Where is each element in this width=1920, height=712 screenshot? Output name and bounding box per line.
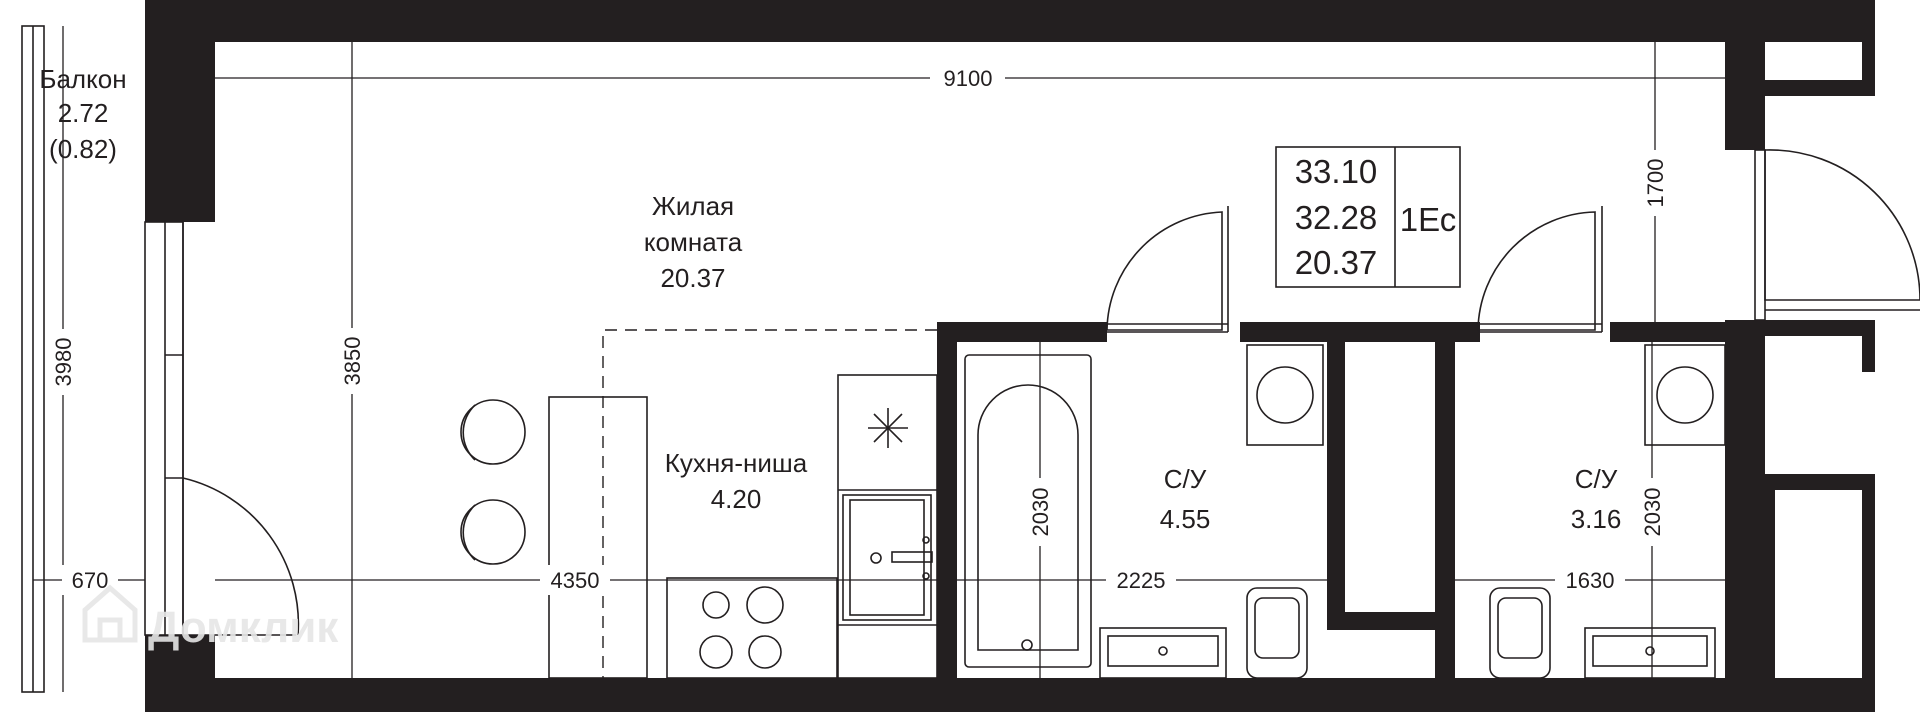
balcony-area-reduced: (0.82): [49, 134, 117, 164]
bathroom-1-fixtures: [964, 344, 1324, 679]
wall-ext-mid-side: [1862, 320, 1875, 372]
living-area: 20.37: [660, 263, 725, 293]
dim-balcony-length: 3980: [51, 338, 76, 387]
balcony: [21, 25, 300, 693]
summary-box: [1275, 146, 1461, 288]
summary-living: 20.37: [1295, 244, 1378, 281]
dimension-lines: [33, 26, 1725, 692]
chair: [460, 499, 526, 565]
doors: [1106, 149, 1920, 333]
dim-living-width: 4350: [551, 568, 600, 593]
wall-right-mid: [1725, 320, 1765, 490]
kitchen-area-value: 4.20: [711, 484, 762, 514]
wall-right-bottom: [1725, 490, 1775, 712]
balcony-window: [144, 221, 184, 636]
bath2-toilet: [1489, 587, 1551, 679]
summary-total-wo-balcony: 32.28: [1295, 199, 1378, 236]
dim-bath1-height: 2030: [1028, 488, 1053, 537]
kitchen-area: [460, 329, 938, 679]
balcony-door-swing: [182, 477, 300, 636]
wall-bottom: [145, 678, 1875, 712]
wall-bath1-left: [937, 322, 957, 678]
kitchen-name: Кухня-ниша: [665, 448, 808, 478]
wall-shaft: [1327, 342, 1455, 630]
wall-left-upper: [145, 0, 215, 222]
watermark: Домклик: [82, 584, 339, 652]
kitchen-zone-boundary: [602, 329, 937, 678]
watermark-text: Домклик: [148, 603, 339, 652]
wall-ext-mid: [1765, 320, 1875, 336]
bath1-sink: [1099, 627, 1227, 679]
wall-bath1-top-b: [1240, 322, 1480, 342]
dim-bath2-width: 1630: [1566, 568, 1615, 593]
bath2-sink: [1584, 627, 1716, 679]
bath1-toilet: [1246, 587, 1308, 679]
wall-ext-low: [1765, 474, 1875, 490]
wall-right-top: [1725, 42, 1765, 150]
summary-type: 1Ес: [1400, 201, 1457, 238]
wall-bath2-top: [1610, 322, 1765, 342]
wall-top: [145, 0, 1875, 42]
living-name-line1: Жилая: [652, 191, 734, 221]
bath2-washing-machine: [1644, 344, 1726, 446]
bath1-name: С/У: [1164, 464, 1207, 494]
wall-bath1-top-a: [937, 322, 1107, 342]
kitchen-stove: [666, 577, 838, 679]
stove-burner: [746, 586, 784, 624]
kitchen-counter: [837, 374, 938, 679]
kitchen-sink: [842, 494, 932, 621]
entrance-door: [1764, 149, 1920, 301]
dim-overall-width: 9100: [944, 66, 993, 91]
balcony-area: 2.72: [58, 98, 109, 128]
wall-ext-low-side: [1862, 474, 1875, 712]
stove-burner: [699, 635, 733, 669]
bath1-area: 4.55: [1160, 504, 1211, 534]
wall-ext-top: [1765, 80, 1875, 96]
house-logo-icon: [82, 584, 138, 643]
chair: [460, 399, 526, 465]
dim-corridor-depth: 1700: [1643, 159, 1668, 208]
bath2-area: 3.16: [1571, 504, 1622, 534]
snowflake-icon: [868, 408, 908, 448]
dim-bath1-width: 2225: [1117, 568, 1166, 593]
wall-left-lower: [145, 635, 215, 712]
balcony-name: Балкон: [39, 64, 126, 94]
bathtub: [964, 354, 1092, 668]
washing-machine: [1246, 344, 1324, 446]
dim-living-height: 3850: [340, 337, 365, 386]
bathroom-2-fixtures: [1489, 344, 1726, 679]
kitchen-column: [548, 396, 648, 679]
stove-burner: [702, 591, 730, 619]
bath2-door: [1477, 211, 1596, 331]
walls: [145, 0, 1875, 712]
living-name-line2: комната: [644, 227, 743, 257]
dim-bath2-height: 2030: [1640, 488, 1665, 537]
summary-total: 33.10: [1295, 153, 1378, 190]
wall-ext-side: [1862, 42, 1875, 96]
stove-burner: [748, 635, 782, 669]
dim-balcony-depth: 670: [72, 568, 109, 593]
bath2-name: С/У: [1575, 464, 1618, 494]
bath1-door: [1106, 211, 1223, 331]
